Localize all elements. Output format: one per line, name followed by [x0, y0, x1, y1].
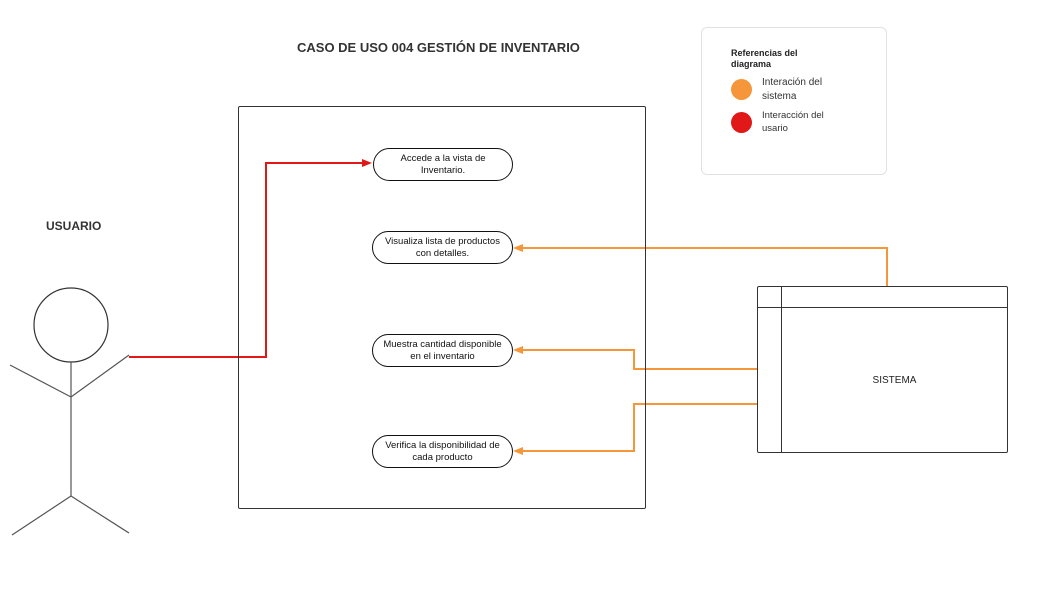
actor-label: USUARIO	[46, 219, 102, 233]
system-label: SISTEMA	[782, 308, 1007, 452]
legend: Referencias del diagrama Interación del …	[701, 27, 887, 175]
actor-right-arm	[70, 354, 130, 398]
arrowhead	[513, 346, 523, 354]
system-connector-availability	[513, 403, 757, 455]
use-case-label: Accede a la vista de Inventario.	[400, 152, 486, 176]
legend-title: Referencias del diagrama	[731, 48, 798, 69]
legend-label-user: Interacción del usario	[762, 110, 824, 134]
actor-left-arm	[9, 364, 72, 398]
actor-left-leg	[11, 495, 72, 536]
system-interaction-dot-icon	[731, 79, 752, 100]
user-interaction-dot-icon	[731, 112, 752, 133]
system-connector-quantity	[513, 346, 757, 370]
arrowhead	[362, 159, 372, 167]
system-box-side	[758, 287, 782, 452]
use-case-access-inventory[interactable]: Accede a la vista de Inventario.	[373, 148, 513, 181]
arrowhead	[513, 244, 523, 252]
system-connector-products	[513, 244, 888, 286]
use-case-view-products[interactable]: Visualiza lista de productos con detalle…	[372, 231, 513, 264]
use-case-label: Visualiza lista de productos con detalle…	[385, 235, 500, 259]
system-actor-box[interactable]: SISTEMA	[757, 286, 1008, 453]
actor-head	[33, 287, 109, 363]
system-label-text: SISTEMA	[872, 374, 917, 386]
system-box-header	[758, 287, 1007, 308]
user-actor-figure	[9, 287, 130, 536]
actor-right-leg	[70, 495, 130, 534]
use-case-label: Muestra cantidad disponible en el invent…	[383, 338, 502, 362]
use-case-verify-availability[interactable]: Verifica la disponibilidad de cada produ…	[372, 435, 513, 468]
user-interaction-connector	[129, 159, 372, 358]
system-boundary	[238, 106, 646, 509]
use-case-label: Verifica la disponibilidad de cada produ…	[385, 439, 500, 463]
diagram-title: CASO DE USO 004 GESTIÓN DE INVENTARIO	[297, 40, 580, 55]
legend-label-system: Interación del sistema	[762, 77, 823, 102]
arrowhead	[513, 447, 523, 455]
use-case-show-quantity[interactable]: Muestra cantidad disponible en el invent…	[372, 334, 513, 367]
